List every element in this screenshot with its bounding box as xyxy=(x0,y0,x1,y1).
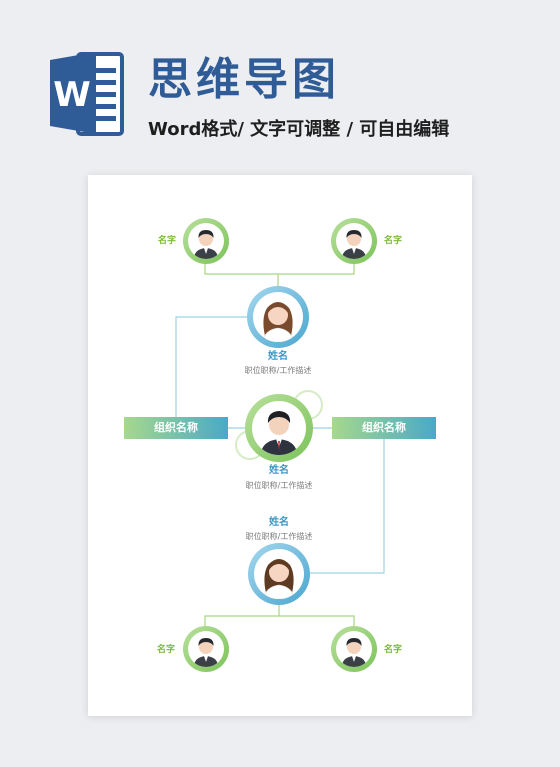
person1-role: 职位职称/工作描述 xyxy=(244,366,312,375)
org-box-right: 组织名称 xyxy=(332,417,436,439)
male-avatar-icon xyxy=(342,230,366,259)
child-avatar-top-left xyxy=(183,218,229,264)
org-box-left-label: 组织名称 xyxy=(154,421,198,434)
document-sheet: 名字 名字 姓名 职位职称/工作描述 组织名称 xyxy=(88,175,472,716)
top-children-connector xyxy=(204,262,355,275)
child-label-bottom-left: 名字 xyxy=(157,645,176,655)
female-avatar-icon xyxy=(263,559,295,599)
male-avatar-icon xyxy=(194,230,218,259)
male-avatar-icon xyxy=(342,638,366,667)
child-label-bottom-right: 名字 xyxy=(384,645,403,655)
org-person3-connector xyxy=(310,439,385,574)
person3-avatar xyxy=(248,543,310,605)
page-subtitle: Word格式/ 文字可调整 / 可自由编辑 xyxy=(148,119,450,140)
male-avatar-icon xyxy=(194,638,218,667)
child-label-top-right: 名字 xyxy=(384,236,403,246)
child-avatar-top-right xyxy=(331,218,377,264)
center-role: 职位职称/工作描述 xyxy=(245,481,313,490)
center-name: 姓名 xyxy=(269,465,289,476)
female-avatar-icon xyxy=(262,302,294,342)
person3-role: 职位职称/工作描述 xyxy=(245,532,313,541)
word-logo-icon: W xyxy=(50,52,124,136)
child-avatar-bottom-right xyxy=(331,626,377,672)
male-avatar-icon xyxy=(261,411,297,455)
person3-name: 姓名 xyxy=(269,517,289,528)
bottom-children-connector xyxy=(204,615,355,628)
org-box-left: 组织名称 xyxy=(124,417,228,439)
person1-avatar xyxy=(247,286,309,348)
org-box-right-label: 组织名称 xyxy=(362,421,406,434)
child-label-top-left: 名字 xyxy=(158,236,177,246)
person1-org-connector xyxy=(175,316,248,417)
word-logo-letter: W xyxy=(53,75,91,115)
child-avatar-bottom-left xyxy=(183,626,229,672)
page-title: 思维导图 xyxy=(148,54,340,105)
person1-name: 姓名 xyxy=(268,351,288,362)
center-avatar xyxy=(245,394,313,462)
